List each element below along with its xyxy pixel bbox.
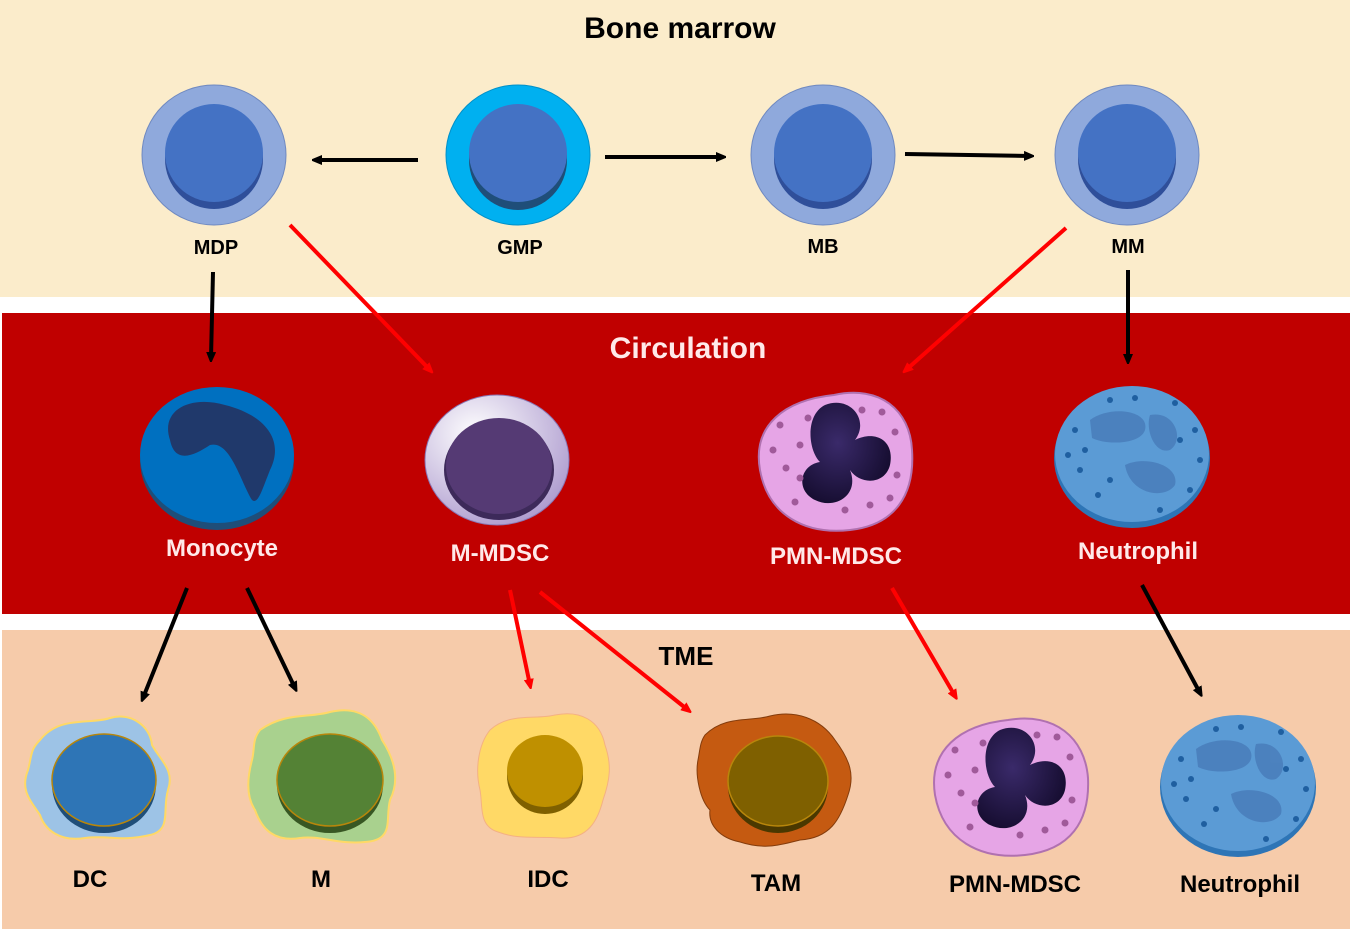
m-mdsc-label: M-MDSC bbox=[450, 540, 550, 567]
arrow-m-mdsc-to-idc bbox=[508, 589, 530, 685]
tam-label: TAM bbox=[750, 870, 802, 897]
mb-cell bbox=[750, 84, 896, 226]
monocyte-cell bbox=[140, 387, 294, 530]
dc-cell bbox=[24, 715, 171, 840]
mdp-cell bbox=[141, 84, 287, 226]
mm-cell bbox=[1054, 84, 1200, 226]
neutrophil-tme-label: Neutrophil bbox=[1180, 871, 1300, 898]
mb-label: MB bbox=[807, 236, 839, 258]
neutrophil-tme-cell bbox=[1160, 715, 1316, 857]
macrophage-cell bbox=[247, 709, 397, 844]
gmp-cell bbox=[445, 84, 591, 226]
arrow-monocyte-to-dc bbox=[143, 587, 189, 698]
arrow-monocyte-to-m bbox=[245, 587, 295, 688]
m-mdsc-cell bbox=[424, 394, 570, 526]
arrow-mm-to-pmn-mdsc bbox=[906, 226, 1068, 370]
mm-label: MM bbox=[1111, 236, 1145, 258]
tme-band bbox=[2, 630, 1350, 929]
pmn-mdsc-label: PMN-MDSC bbox=[770, 543, 902, 570]
pmn-mdsc-tme-label: PMN-MDSC bbox=[949, 871, 1081, 898]
arrow-neutrophil-to-tme bbox=[1140, 584, 1200, 693]
pmn-mdsc-tme-cell bbox=[933, 717, 1090, 857]
neutrophil-cell bbox=[1054, 386, 1210, 528]
pmn-mdsc-cell bbox=[757, 391, 914, 532]
monocyte-label: Monocyte bbox=[165, 535, 279, 562]
arrow-mdp-to-m-mdsc bbox=[288, 223, 430, 370]
m-label: M bbox=[311, 866, 331, 893]
bone-marrow-title: Bone marrow bbox=[584, 12, 776, 45]
circulation-title: Circulation bbox=[609, 332, 767, 365]
arrow-pmn-mdsc-to-tme bbox=[890, 586, 955, 696]
arrow-mb-to-mm bbox=[904, 154, 1030, 156]
arrow-mdp-to-monocyte bbox=[211, 271, 213, 358]
tam-cell bbox=[696, 713, 852, 847]
gmp-label: GMP bbox=[497, 237, 543, 259]
arrow-m-mdsc-to-tam bbox=[538, 590, 688, 710]
neutrophil-label: Neutrophil bbox=[1078, 538, 1198, 565]
idc-cell bbox=[477, 713, 610, 839]
mdp-label: MDP bbox=[193, 237, 239, 259]
tme-title: TME bbox=[658, 641, 714, 671]
dc-label: DC bbox=[72, 866, 108, 893]
idc-label: IDC bbox=[527, 866, 569, 893]
